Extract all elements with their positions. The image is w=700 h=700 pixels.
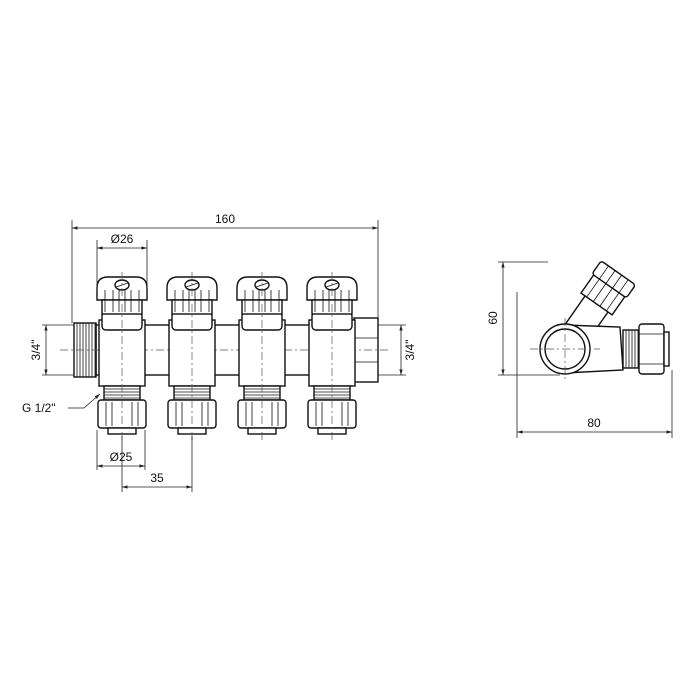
dimension-3-4-right-label: 3/4": [403, 340, 417, 361]
valve-outlet: [236, 272, 288, 440]
valve-outlet: [96, 272, 148, 440]
compression-nut: [167, 399, 217, 435]
outlet-nut: [638, 323, 665, 375]
outlet-thread-label: G 1/2": [22, 401, 56, 415]
dimension-height: 60: [486, 261, 560, 376]
dimension-outlet-spacing: 35: [121, 436, 193, 492]
callout-outlet-thread: G 1/2": [22, 393, 101, 415]
dimension-inlet-right: 3/4": [378, 324, 417, 376]
side-view: 60 80: [486, 261, 673, 438]
dimension-80-label: 80: [587, 416, 601, 430]
dimension-depth: 80: [516, 292, 673, 438]
front-view: 160 Ø26 3/4" 3/4" G 1/2": [22, 212, 417, 492]
dimension-60-label: 60: [486, 311, 500, 325]
compression-nut: [307, 399, 357, 435]
dimension-26-label: Ø26: [111, 232, 134, 246]
dimension-inlet-left: 3/4": [29, 324, 74, 376]
dimension-knob-diameter: Ø26: [96, 232, 148, 290]
dimension-nut-diameter: Ø25: [96, 430, 146, 470]
dimension-160-label: 160: [215, 212, 235, 226]
dimension-overall-length: 160: [71, 212, 379, 323]
valve-outlet: [306, 272, 358, 440]
dimension-3-4-left-label: 3/4": [29, 340, 43, 361]
valve-outlet: [166, 272, 218, 440]
dimension-25-label: Ø25: [110, 450, 133, 464]
outlet-thread: [622, 329, 640, 369]
dimension-35-label: 35: [150, 471, 164, 485]
